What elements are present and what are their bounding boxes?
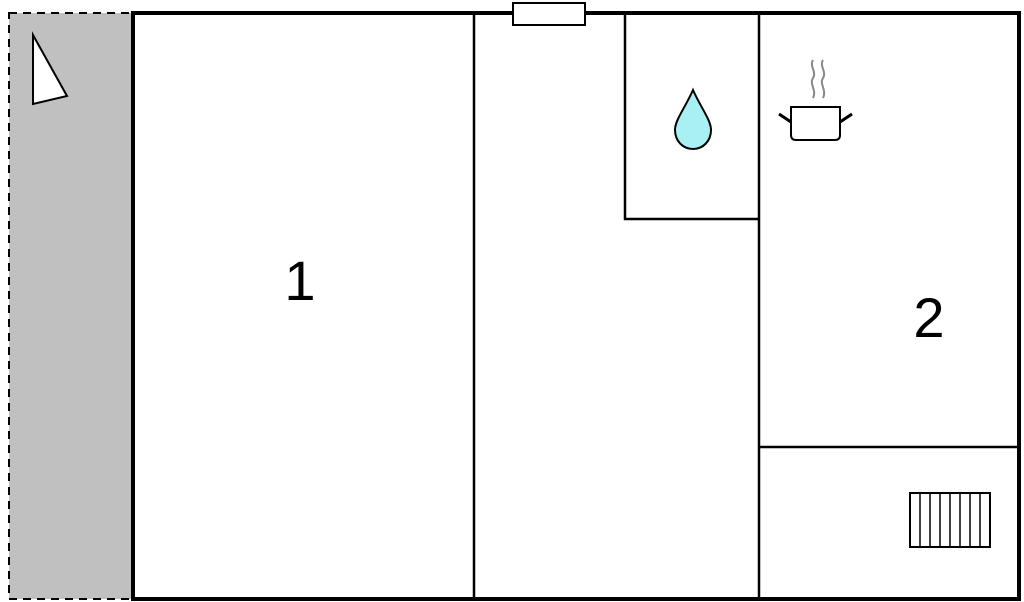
steam-line-left bbox=[810, 59, 816, 99]
bathroom-walls bbox=[623, 13, 759, 221]
terrace-corner-marker-icon bbox=[32, 31, 69, 106]
steam-line-right bbox=[820, 59, 826, 99]
water-drop-icon bbox=[673, 87, 713, 151]
pot-handle-left bbox=[778, 112, 792, 124]
cooking-pot-icon bbox=[778, 59, 853, 141]
room-1-label: 1 bbox=[284, 249, 315, 312]
terrace-area bbox=[8, 12, 134, 600]
outer-walls bbox=[131, 11, 1021, 601]
radiator-icon bbox=[909, 492, 991, 548]
pot-handle-right bbox=[839, 112, 853, 124]
room-2-label: 2 bbox=[913, 286, 944, 349]
pot-body bbox=[790, 106, 841, 141]
window-icon bbox=[512, 2, 586, 26]
